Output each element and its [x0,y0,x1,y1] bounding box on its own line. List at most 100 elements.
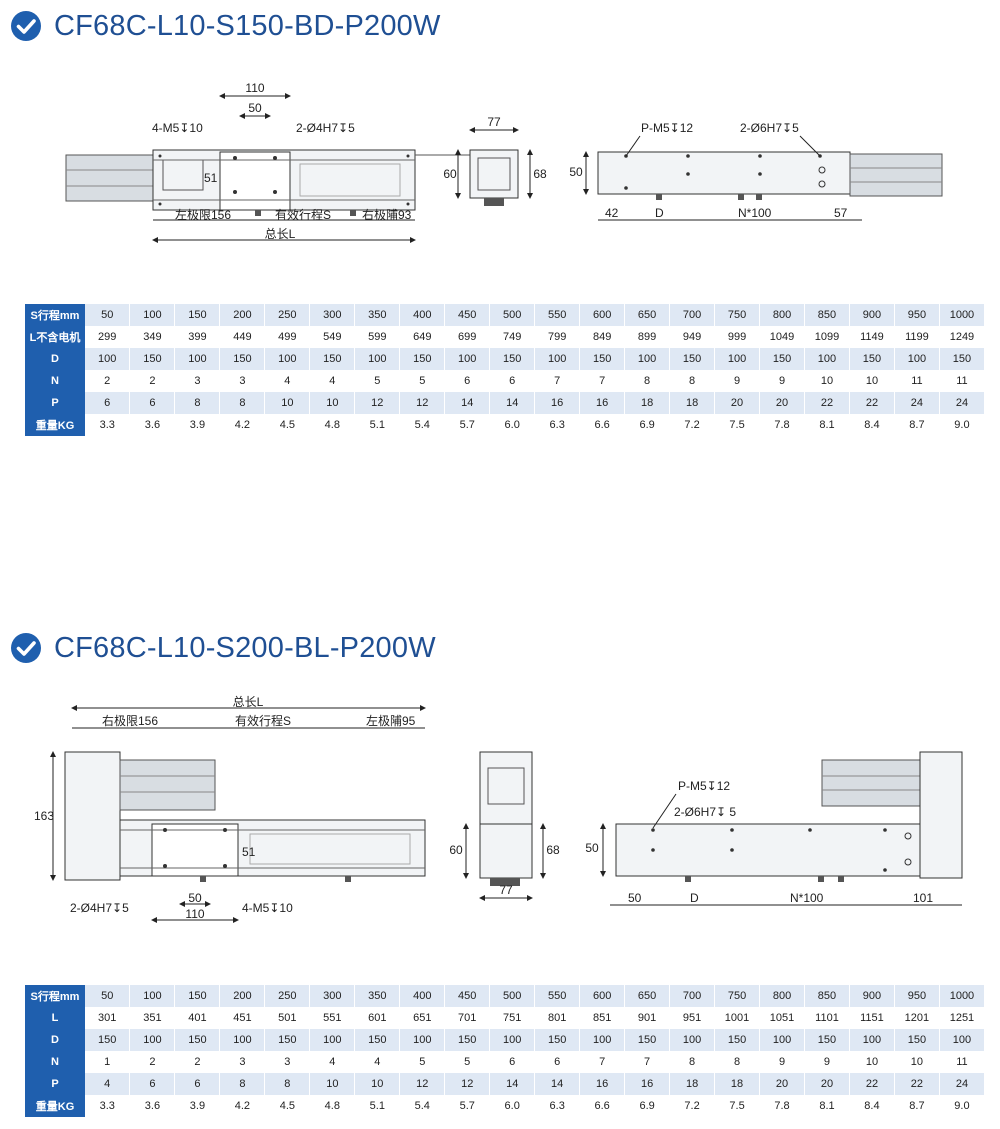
table-cell: 900 [849,985,895,1007]
table-cell: 8.1 [804,1095,850,1117]
table-cell: 9 [759,370,805,392]
table-cell: 6.3 [534,1095,581,1117]
table-cell: 350 [354,304,401,326]
table-cell: 4 [354,1051,401,1073]
table-cell: 850 [804,985,850,1007]
table-cell: 6 [129,1073,176,1095]
table-cell: 20 [759,392,805,414]
total-length: 总长L [233,695,264,709]
table-cell: 650 [624,304,671,326]
table-cell: 8 [174,392,221,414]
dim-N100: N*100 [738,206,772,220]
table-cell: 3.3 [85,414,131,436]
table-cell: 100 [489,1029,536,1051]
table-cell: 5.1 [354,1095,401,1117]
table-cell: 4.2 [219,1095,266,1117]
table-cell: 150 [444,1029,491,1051]
table-cell: 150 [354,1029,401,1051]
row-header: S行程mm [25,304,85,326]
table-cell: 3.9 [174,1095,221,1117]
side-dim-50: 50 [585,841,599,855]
table-cell: 700 [669,985,716,1007]
table-cell: 22 [894,1073,940,1095]
dim-50: 50 [248,101,262,115]
table-cell: 451 [219,1007,266,1029]
table-cell: 350 [354,985,401,1007]
table-cell: 6 [129,392,176,414]
table-cell: 10 [309,1073,356,1095]
table-cell: 1049 [759,326,805,348]
section-1-title: CF68C-L10-S150-BD-P200W [10,6,441,46]
table-cell: 8.1 [804,414,850,436]
table-cell: 11 [894,370,940,392]
table-cell: 18 [714,1073,761,1095]
table-cell: 950 [894,304,940,326]
table-cell: 3.3 [85,1095,131,1117]
side-hole-pin: 2-Ø6H7↧ 5 [674,805,736,819]
row-header: P [25,1073,85,1095]
table-cell: 1249 [939,326,986,348]
table-cell: 14 [489,392,536,414]
table-cell: 5.4 [399,1095,446,1117]
table-cell: 700 [669,304,716,326]
table-cell: 20 [759,1073,805,1095]
table-cell: 5.4 [399,414,446,436]
table-cell: 150 [174,985,221,1007]
total-length: 总长L [265,227,296,241]
end-view [479,751,533,886]
table-cell: 400 [399,304,446,326]
dim-50b: 50 [628,891,642,905]
table-cell: 150 [624,1029,671,1051]
table-cell: 16 [534,392,581,414]
table-cell: 4 [309,370,356,392]
table-cell: 100 [174,348,221,370]
table-cell: 100 [85,348,131,370]
table-cell: 8.4 [849,1095,895,1117]
table-cell: 6 [85,392,131,414]
table-cell: 24 [939,392,986,414]
table-cell: 9 [759,1051,805,1073]
row-header: N [25,1051,85,1073]
table-cell: 24 [894,392,940,414]
table-cell: 8 [669,1051,716,1073]
table-cell: 549 [309,326,356,348]
hole-spec-pin: 2-Ø4H7↧5 [296,121,355,135]
table-cell: 12 [399,392,446,414]
table-cell: 301 [85,1007,131,1029]
table-cell: 14 [444,392,491,414]
dim-163: 163 [34,809,54,823]
table-cell: 600 [579,985,626,1007]
table-cell: 950 [894,985,940,1007]
table-cell: 100 [894,348,940,370]
table-cell: 300 [309,304,356,326]
table-cell: 5 [399,370,446,392]
table-cell: 150 [939,348,986,370]
table-cell: 22 [849,1073,895,1095]
table-cell: 10 [264,392,311,414]
table-cell: 750 [714,304,761,326]
table-cell: 6 [444,370,491,392]
table-cell: 951 [669,1007,716,1029]
dim-68: 68 [546,843,560,857]
table-cell: 1251 [939,1007,986,1029]
end-view [469,149,519,206]
table-cell: 500 [489,304,536,326]
hole-spec-m5: 4-M5↧10 [242,901,293,915]
table-cell: 50 [85,985,131,1007]
table-cell: 24 [939,1073,986,1095]
table-cell: 1001 [714,1007,761,1029]
table-cell: 7 [534,370,581,392]
dim-42: 42 [605,206,619,220]
table-cell: 250 [264,985,311,1007]
table-cell: 1000 [939,985,986,1007]
table-cell: 5.1 [354,414,401,436]
table-cell: 1051 [759,1007,805,1029]
table-cell: 10 [849,1051,895,1073]
table-cell: 100 [219,1029,266,1051]
table-cell: 649 [399,326,446,348]
table-cell: 5 [399,1051,446,1073]
table-cell: 800 [759,985,805,1007]
